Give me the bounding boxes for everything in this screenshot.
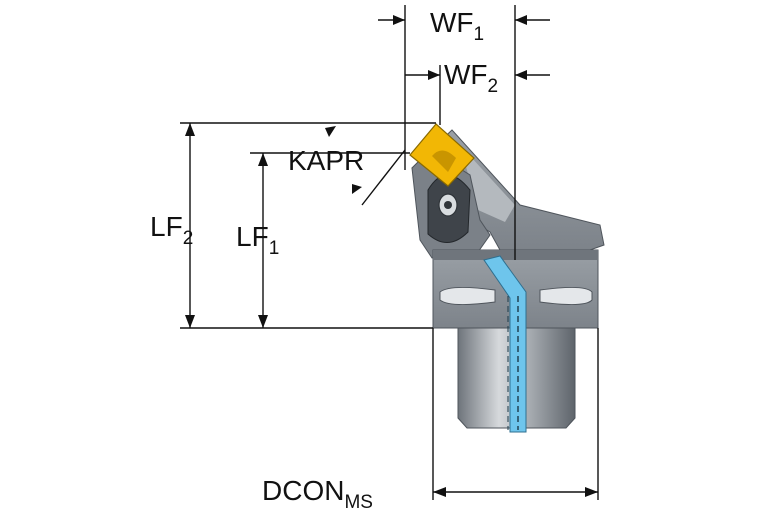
lf2-arrow-top: [185, 123, 195, 136]
insert-chipbreaker: [432, 150, 456, 172]
wf2-arrow-left: [428, 70, 440, 80]
dcon-arrow-right: [585, 487, 598, 497]
kapr-label: KAPR: [288, 145, 364, 176]
wf2-label: WF2: [444, 59, 498, 97]
head-highlight: [460, 145, 515, 222]
coolant-channel: [483, 255, 527, 433]
lf1-arrow-top: [258, 153, 268, 166]
kapr-arrow-bottom: [352, 184, 362, 194]
tool-holder-body: [409, 123, 605, 433]
screw-socket: [444, 201, 452, 209]
lf2-arrow-bottom: [185, 315, 195, 328]
wf1-arrow-right: [515, 15, 527, 25]
kapr-arrow-top: [325, 126, 336, 137]
lf1-arrow-bottom: [258, 315, 268, 328]
right-slot: [539, 286, 593, 306]
wf1-arrow-left: [393, 15, 405, 25]
dimension-labels: WF1 WF2 KAPR LF2 LF1 DCONMS: [150, 7, 498, 513]
left-slot: [439, 286, 496, 306]
dimension-lines: [180, 5, 599, 500]
dcon-arrow-left: [433, 487, 446, 497]
dcon-label: DCONMS: [262, 475, 373, 513]
lf2-label: LF2: [150, 211, 193, 249]
lf1-label: LF1: [236, 221, 279, 259]
wf2-arrow-right: [515, 70, 527, 80]
kapr-line: [361, 149, 406, 206]
wf1-label: WF1: [430, 7, 484, 45]
